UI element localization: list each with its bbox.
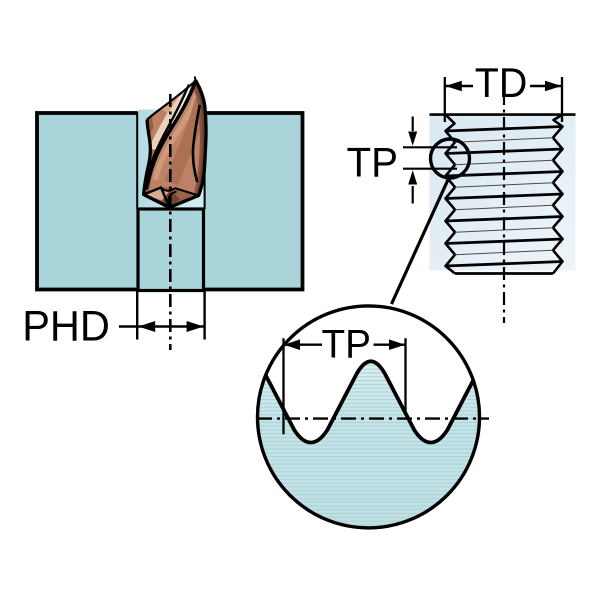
svg-text:TP: TP bbox=[322, 322, 372, 366]
svg-text:TD: TD bbox=[475, 59, 528, 106]
svg-text:PHD: PHD bbox=[22, 304, 110, 351]
svg-text:TP: TP bbox=[347, 139, 399, 186]
